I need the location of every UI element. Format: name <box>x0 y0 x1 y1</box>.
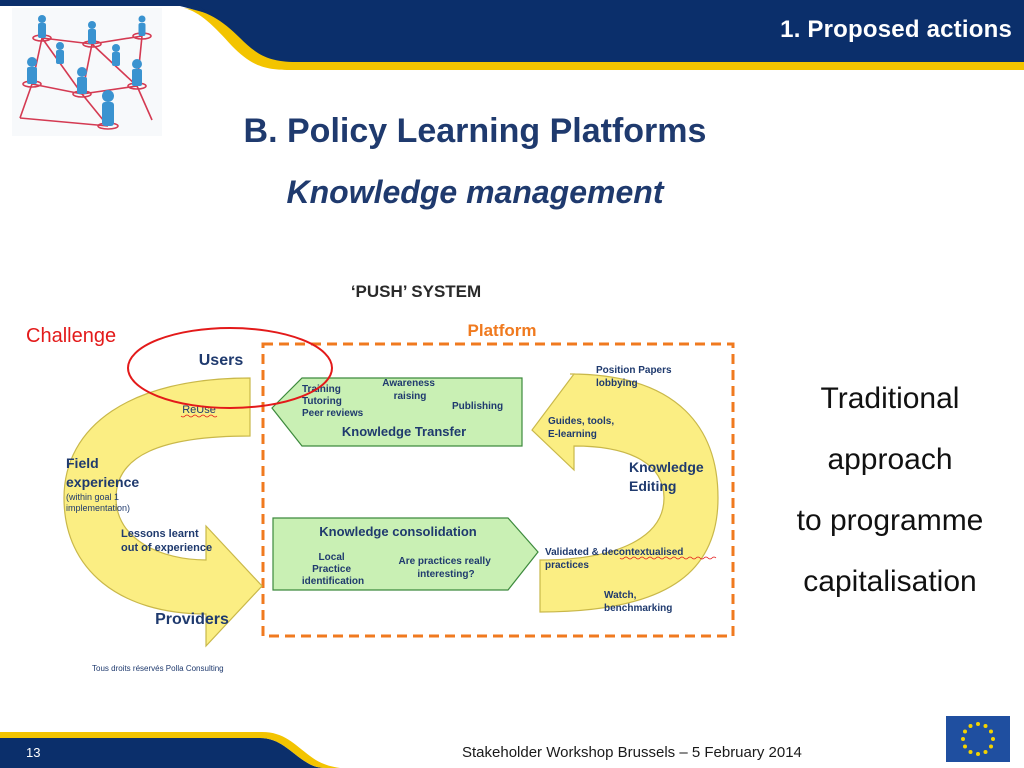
transfer-item-publishing: Publishing <box>452 401 503 412</box>
left-cycle-arrow <box>63 377 263 648</box>
eu-star <box>961 737 965 741</box>
field-experience-label: Field experience <box>66 455 139 490</box>
copyright-note: Tous droits réservés Polla Consulting <box>92 664 224 673</box>
platform-label: Platform <box>468 321 537 340</box>
transfer-item-training: Training Tutoring Peer reviews <box>302 384 364 419</box>
eu-star <box>991 737 995 741</box>
position-papers-label: Position Papers lobbying <box>596 365 674 389</box>
eu-star <box>989 744 993 749</box>
side-text: Traditional approach to programme capita… <box>770 368 1010 612</box>
push-system-diagram: ‘PUSH’ SYSTEM Platform Users Providers R… <box>63 282 735 673</box>
knowledge-editing-label: Knowledge Editing <box>629 459 708 494</box>
platform-box <box>261 342 735 638</box>
knowledge-consolidation-title: Knowledge consolidation <box>319 524 477 539</box>
side-text-line: approach <box>827 443 953 476</box>
page-number: 13 <box>26 745 41 760</box>
slide-title: B. Policy Learning Platforms <box>243 112 707 150</box>
field-experience-note: (within goal 1 implementation) <box>66 492 130 513</box>
lessons-label: Lessons learnt out of experience <box>121 528 212 554</box>
footer-banner <box>0 732 340 768</box>
eu-star <box>968 724 973 728</box>
eu-star <box>968 750 973 754</box>
watch-label: Watch, benchmarking <box>604 590 672 614</box>
network-people-icon <box>12 8 162 136</box>
decontextualised-underline <box>619 556 717 560</box>
consolidation-item-question: Are practices really interesting? <box>398 556 493 580</box>
eu-star <box>976 722 980 726</box>
challenge-highlight-circle <box>127 327 333 409</box>
knowledge-consolidation-box <box>272 517 539 591</box>
eu-star <box>963 744 967 749</box>
footer-text: Stakeholder Workshop Brussels – 5 Februa… <box>462 744 802 761</box>
providers-label: Providers <box>155 611 229 628</box>
side-text-line: capitalisation <box>803 565 977 598</box>
eu-star <box>976 752 980 756</box>
challenge-label: Challenge <box>26 325 117 347</box>
eu-star <box>989 729 993 734</box>
knowledge-transfer-box <box>271 377 523 447</box>
side-text-line: to programme <box>796 504 984 537</box>
side-text-line: Traditional <box>820 382 960 415</box>
consolidation-item-local: Local Practice identification <box>302 552 364 587</box>
eu-star <box>963 729 967 734</box>
eu-star <box>983 724 988 728</box>
eu-star <box>983 750 988 754</box>
users-label: Users <box>199 352 244 369</box>
reuse-underline <box>180 414 218 418</box>
header-banner <box>0 0 1024 70</box>
header-title: 1. Proposed actions <box>780 16 1012 43</box>
knowledge-transfer-title: Knowledge Transfer <box>342 424 466 439</box>
guides-label: Guides, tools, E-learning <box>548 416 617 440</box>
slide-subtitle: Knowledge management <box>286 174 664 210</box>
system-title: ‘PUSH’ SYSTEM <box>351 282 481 301</box>
eu-flag-icon <box>946 716 1010 762</box>
right-cycle-arrow <box>531 373 719 613</box>
transfer-item-awareness: Awareness raising <box>382 378 437 402</box>
validated-practices-label: Validated & decontextualised practices <box>545 547 686 571</box>
